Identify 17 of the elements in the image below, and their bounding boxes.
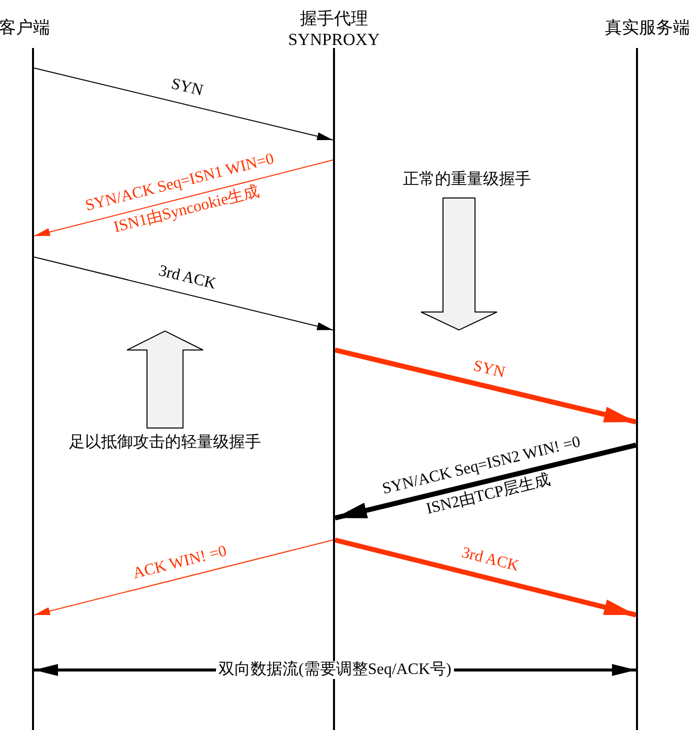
edge-label: 双向数据流(需要调整Seq/ACK号) (216, 661, 454, 679)
note-text: 足以抵御攻击的轻量级握手 (69, 434, 261, 452)
arrow (334, 348, 637, 424)
note-text: 正常的重量级握手 (403, 171, 531, 189)
edge-label: SYN (472, 358, 507, 383)
edge-label: SYN (170, 76, 205, 101)
arrow (334, 442, 637, 520)
participant-label: 真实服务端 (605, 17, 690, 38)
edge-label: 3rd ACK (460, 544, 520, 576)
arrow (34, 160, 334, 236)
arrow (34, 540, 334, 616)
participant-label: 握手代理 SYNPROXY (288, 8, 380, 50)
arrow (334, 538, 637, 618)
arrow (34, 256, 334, 330)
edge-label: ACK WIN! =0 (131, 542, 228, 584)
edge-label: 3rd ACK (156, 262, 218, 294)
arrow (34, 68, 334, 140)
